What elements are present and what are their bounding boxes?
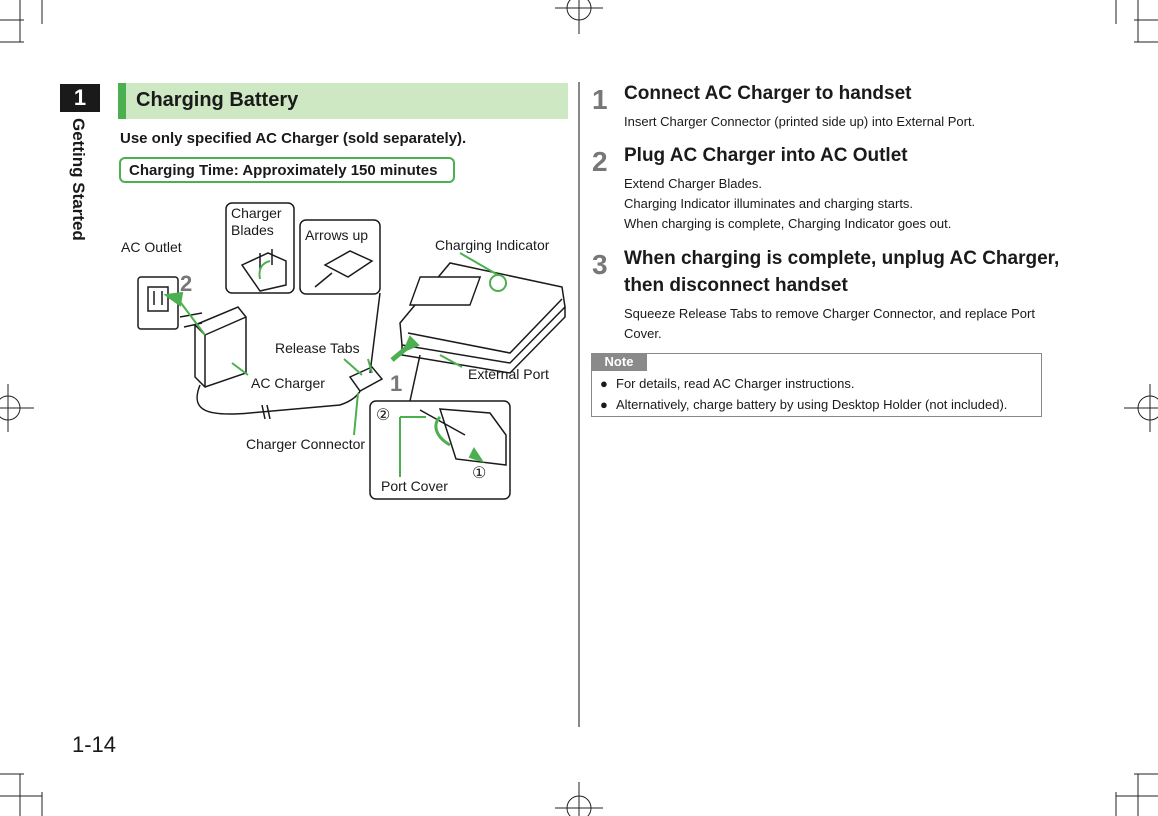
label-charger-blades-2: Blades [231, 222, 274, 238]
charging-illustration [137, 202, 566, 500]
step-3-title-line-2: then disconnect handset [624, 275, 848, 296]
step-3-number: 3 [592, 249, 608, 280]
section-title-bar: Charging Battery [118, 83, 568, 119]
label-release-tabs: Release Tabs [275, 340, 360, 356]
label-external-port: External Port [468, 366, 549, 382]
note-bullet-2: ● [600, 397, 608, 412]
step-2-desc-line-3: When charging is complete, Charging Indi… [624, 216, 952, 231]
label-circled-1: ① [472, 465, 487, 482]
label-circled-2: ② [376, 407, 391, 424]
step-1-number: 1 [592, 84, 608, 115]
page-number: 1-14 [72, 732, 117, 757]
column-divider [578, 82, 580, 727]
step-2-title: Plug AC Charger into AC Outlet [624, 145, 908, 166]
step-2-number: 2 [592, 146, 608, 177]
charging-diagram: AC Outlet Charger Blades Arrows up Charg… [110, 195, 570, 505]
charging-time-text: Charging Time: Approximately 150 minutes [129, 162, 438, 179]
charger-connector-shape [348, 366, 384, 392]
label-charger-blades-1: Charger [231, 205, 282, 221]
step-1-title: Connect AC Charger to handset [624, 83, 912, 104]
label-charging-indicator: Charging Indicator [435, 237, 550, 253]
label-port-cover: Port Cover [381, 478, 448, 494]
intro-text: Use only specified AC Charger (sold sepa… [120, 130, 467, 147]
note-bullet-1: ● [600, 376, 608, 391]
step-3-desc-line-1: Squeeze Release Tabs to remove Charger C… [624, 306, 1035, 321]
note-item-2: Alternatively, charge battery by using D… [616, 397, 1008, 412]
charging-time-box: Charging Time: Approximately 150 minutes [119, 157, 455, 183]
chapter-number: 1 [60, 84, 100, 112]
section-title: Charging Battery [136, 89, 299, 111]
step-3-title-line-1: When charging is complete, unplug AC Cha… [624, 248, 1060, 269]
note-box [591, 353, 1042, 417]
step-1-desc: Insert Charger Connector (printed side u… [624, 114, 976, 129]
label-ac-outlet: AC Outlet [121, 239, 182, 255]
step-2-desc-line-1: Extend Charger Blades. [624, 176, 763, 191]
label-step-2: 2 [180, 271, 193, 296]
label-arrows-up: Arrows up [305, 227, 369, 243]
chapter-label-container: Getting Started [58, 118, 102, 248]
note-item-1: For details, read AC Charger instruction… [616, 376, 855, 391]
label-charger-connector: Charger Connector [246, 436, 366, 452]
label-ac-charger: AC Charger [251, 375, 325, 391]
step-3-desc-line-2: Cover. [624, 326, 662, 341]
note-tab: Note [591, 353, 647, 371]
label-step-1: 1 [390, 371, 403, 396]
ac-charger-shape [194, 306, 247, 388]
step-2-desc-line-2: Charging Indicator illuminates and charg… [624, 196, 914, 211]
chapter-label: Getting Started [69, 118, 88, 241]
